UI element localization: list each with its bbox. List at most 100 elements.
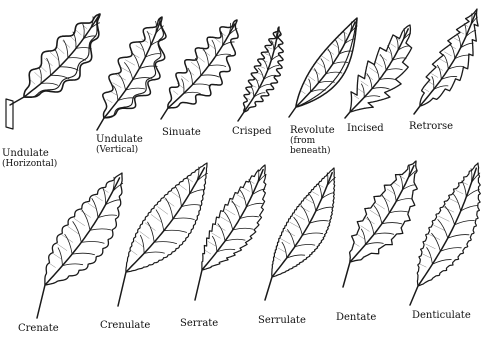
leaf-vein [318,183,322,198]
leaf-vein [73,222,82,243]
leaf-vein [225,239,245,241]
label-text: Crenulate [100,320,150,331]
leaf-vein [316,207,332,211]
label-text: Undulate [96,134,143,145]
leaf-midrib [97,21,160,130]
leaf-vein [364,96,380,98]
leaf-vein [251,87,254,97]
label-undulate-horizontal: Undulate (Horizontal) [2,148,57,169]
leaf-vein [68,58,86,61]
label-text: Sinuate [162,127,201,138]
leaf-shading [216,225,226,231]
leaf-vein [373,64,379,80]
leaf-shading [96,196,103,201]
leaf-crenulate [118,163,207,306]
label-text: Dentate [336,312,376,323]
leaf-outline [350,25,412,112]
leaf-shading [423,254,431,258]
leaf-sinuate [161,20,238,119]
leaf-vein [58,248,62,266]
leaf-vein [396,199,412,202]
label-text: Serrate [180,318,218,329]
leaf-vein [301,206,309,224]
leaf-vein [114,86,118,101]
leaf-retrorse [414,9,478,114]
leaf-vein [224,212,232,230]
leaf-vein [295,244,315,246]
leaf-dentate [343,161,417,287]
leaf-shading [295,214,305,220]
leaf-crisped [238,27,283,121]
leaf-vein [450,44,455,59]
leaf-shading [197,56,205,62]
leaf-vein [184,92,201,93]
leaf-shading [151,215,162,223]
leaf-shading [354,96,359,99]
leaf-shading [110,91,117,95]
leaf-vein [380,55,386,71]
label-subtext: (from beneath) [290,136,334,156]
label-denticulate: Denticulate [412,310,471,321]
leaf-vein [212,236,217,252]
leaf-shading [205,251,211,254]
leaf-shading [365,218,374,224]
leaf-shading [390,44,395,48]
leaf-vein [156,210,164,231]
leaf-shading [107,100,112,103]
leaf-shading [56,46,64,53]
leaf-shading [49,263,55,267]
leaf-outline [202,165,266,270]
leaf-vein [328,49,333,64]
leaf-shading [116,75,125,80]
leaf-vein [41,83,58,85]
leaf-shading [45,59,53,66]
leaf-crenate [37,173,123,318]
leaf-vein [309,79,311,92]
leaf-vein [440,248,461,252]
leaf-vein [72,253,95,255]
leaf-shading [74,219,85,226]
leaf-vein [455,221,475,225]
leaf-vein [182,79,184,94]
leaf-vein [55,49,60,67]
leaf-vein [90,229,111,230]
leaf-vein [164,230,187,232]
leaf-denticulate [410,163,480,305]
leaf-shading [173,91,178,95]
leaf-vein [309,221,328,224]
leaf-vein [232,201,240,219]
leaf-vein [59,67,78,70]
label-serrate: Serrate [180,318,218,329]
leaf-vein [81,241,104,243]
leaf-shading [357,88,363,92]
leaf-shading [259,66,265,68]
leaf-vein [217,249,235,252]
leaf-vein [386,69,402,70]
leaf-vein [282,242,287,258]
label-text: Crenate [18,323,59,334]
leaf-outline [168,20,238,108]
label-sinuate: Sinuate [162,127,201,138]
leaf-midrib [265,173,332,300]
leaf-vein [448,235,469,239]
leaf-midrib [37,178,120,318]
leaf-shading [275,257,281,260]
leaf-outline [417,163,480,286]
leaf-shading [62,235,73,242]
leaf-vein [443,55,448,70]
leaf-vein [98,215,117,218]
leaf-shading [365,74,373,79]
leaf-shading [357,234,364,239]
leaf-vein [382,195,389,213]
leaf-vein [166,198,173,219]
leaf-shading [305,84,310,88]
leaf-midrib [410,168,476,305]
leaf-shading [180,185,187,190]
label-text: Incised [347,123,384,134]
leaf-vein [471,169,472,183]
leaf-shading [436,66,443,70]
label-crisped: Crisped [232,126,271,137]
leaf-serrulate [265,168,335,300]
leaf-vein [374,206,382,224]
leaf-vein [379,79,396,80]
